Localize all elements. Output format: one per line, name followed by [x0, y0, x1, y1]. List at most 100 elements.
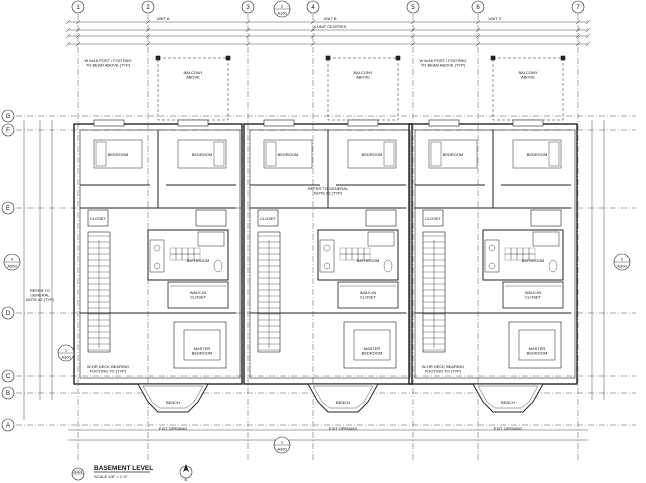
walls: [73, 55, 578, 413]
dimension-tick: [65, 41, 71, 47]
bay-window-inner: [477, 385, 539, 409]
bed: [428, 139, 478, 169]
pillow: [430, 141, 442, 167]
floor-tile: [504, 247, 512, 255]
master-bedroom-inner: [508, 321, 562, 369]
dimension-tick: [65, 27, 71, 33]
room-label-closet: CLOSET: [260, 216, 277, 221]
grid-bubble-col: [406, 0, 420, 14]
grid-bubble-col: [141, 0, 155, 14]
floor-tile: [339, 247, 347, 255]
dimension-tick: [65, 19, 71, 25]
pillow: [548, 141, 560, 167]
section-marker-bottom-sheet: A300: [277, 447, 287, 452]
dimension-tick: [310, 41, 316, 47]
floor-tile: [510, 253, 518, 261]
post: [225, 55, 231, 61]
bed: [518, 329, 556, 361]
floor-tile: [169, 253, 177, 261]
walk-in-closet: [167, 281, 229, 309]
bathroom-walls: [317, 229, 399, 281]
window: [93, 119, 125, 127]
room-label-bedroom: BEDROOM: [527, 152, 548, 157]
sink: [323, 262, 331, 270]
room-label-bedroom: BEDROOM: [362, 152, 383, 157]
floor-tile: [169, 247, 177, 255]
closet: [87, 209, 109, 227]
grid-bubble-row: [1, 306, 15, 320]
grid-label-col: 3: [246, 5, 250, 11]
bathroom-walls: [482, 229, 564, 281]
exterior-wall-inner: [414, 129, 576, 379]
grid-bubble-col: [571, 0, 585, 14]
floor-tile: [193, 253, 201, 261]
dimension-tick: [75, 41, 81, 47]
title-main: BASEMENT LEVEL: [94, 465, 153, 472]
post: [490, 55, 496, 61]
grid-label-row: D: [6, 311, 11, 317]
grid-bubble-row: [1, 123, 15, 137]
exterior-wall-inner: [249, 129, 411, 379]
closet: [365, 209, 397, 227]
bed: [353, 329, 391, 361]
unit-name: UNIT B: [323, 16, 336, 21]
dimension-tick: [145, 33, 151, 39]
window: [177, 119, 209, 127]
sink: [153, 244, 161, 252]
pillow: [213, 141, 225, 167]
bed: [512, 139, 562, 169]
bay-window-inner: [142, 385, 204, 409]
bay-window: [137, 383, 209, 413]
bay-window: [472, 383, 544, 413]
section-marker-top-num: 2: [281, 4, 284, 9]
dimension-tick: [145, 41, 151, 47]
grid-label-row: C: [6, 374, 11, 380]
master-bedroom-inner: [343, 321, 397, 369]
grid-bubble-row: [1, 386, 15, 400]
section-marker-num: 1: [65, 348, 68, 353]
dimension-tick: [575, 33, 581, 39]
master-bedroom-inner: [173, 321, 227, 369]
title-scale: SCALE 1/8" = 1'-0": [94, 474, 128, 479]
window: [263, 119, 295, 127]
dimension-tick: [575, 27, 581, 33]
grid-bubble-col: [306, 0, 320, 14]
sink: [488, 262, 496, 270]
overall-dimension-label: 4 UNIT CENTRES: [314, 24, 347, 29]
unit-name: UNIT C: [488, 16, 501, 21]
grid-label-row: B: [6, 391, 10, 397]
north-label: N: [185, 477, 188, 482]
pillow: [95, 141, 107, 167]
room-label-closet: CLOSET: [425, 216, 442, 221]
section-marker-bottom-num: 1: [281, 440, 284, 445]
closet: [257, 209, 279, 227]
dimension-tick: [245, 33, 251, 39]
grid-bubble-col: [471, 0, 485, 14]
grid-label-row: A: [6, 423, 10, 429]
balcony-outline: [327, 57, 399, 121]
dimension-tick: [75, 27, 81, 33]
floor-tile: [187, 247, 195, 255]
bay-window: [307, 383, 379, 413]
exit-opening-label: EXIT OPENING: [159, 426, 187, 431]
bed: [263, 139, 313, 169]
room-label-bedroom: BEDROOM: [278, 152, 299, 157]
grid-label-row: G: [6, 114, 11, 120]
grid-label-col: 6: [476, 5, 480, 11]
post: [325, 55, 331, 61]
room-label-bench: BENCH: [166, 400, 180, 405]
floor-tile: [504, 253, 512, 261]
section-marker-top-sheet: A100: [277, 11, 287, 16]
sink: [323, 244, 331, 252]
floor-tile: [528, 253, 536, 261]
grid-label-col: 2: [146, 5, 150, 11]
dimension-tick: [410, 19, 416, 25]
